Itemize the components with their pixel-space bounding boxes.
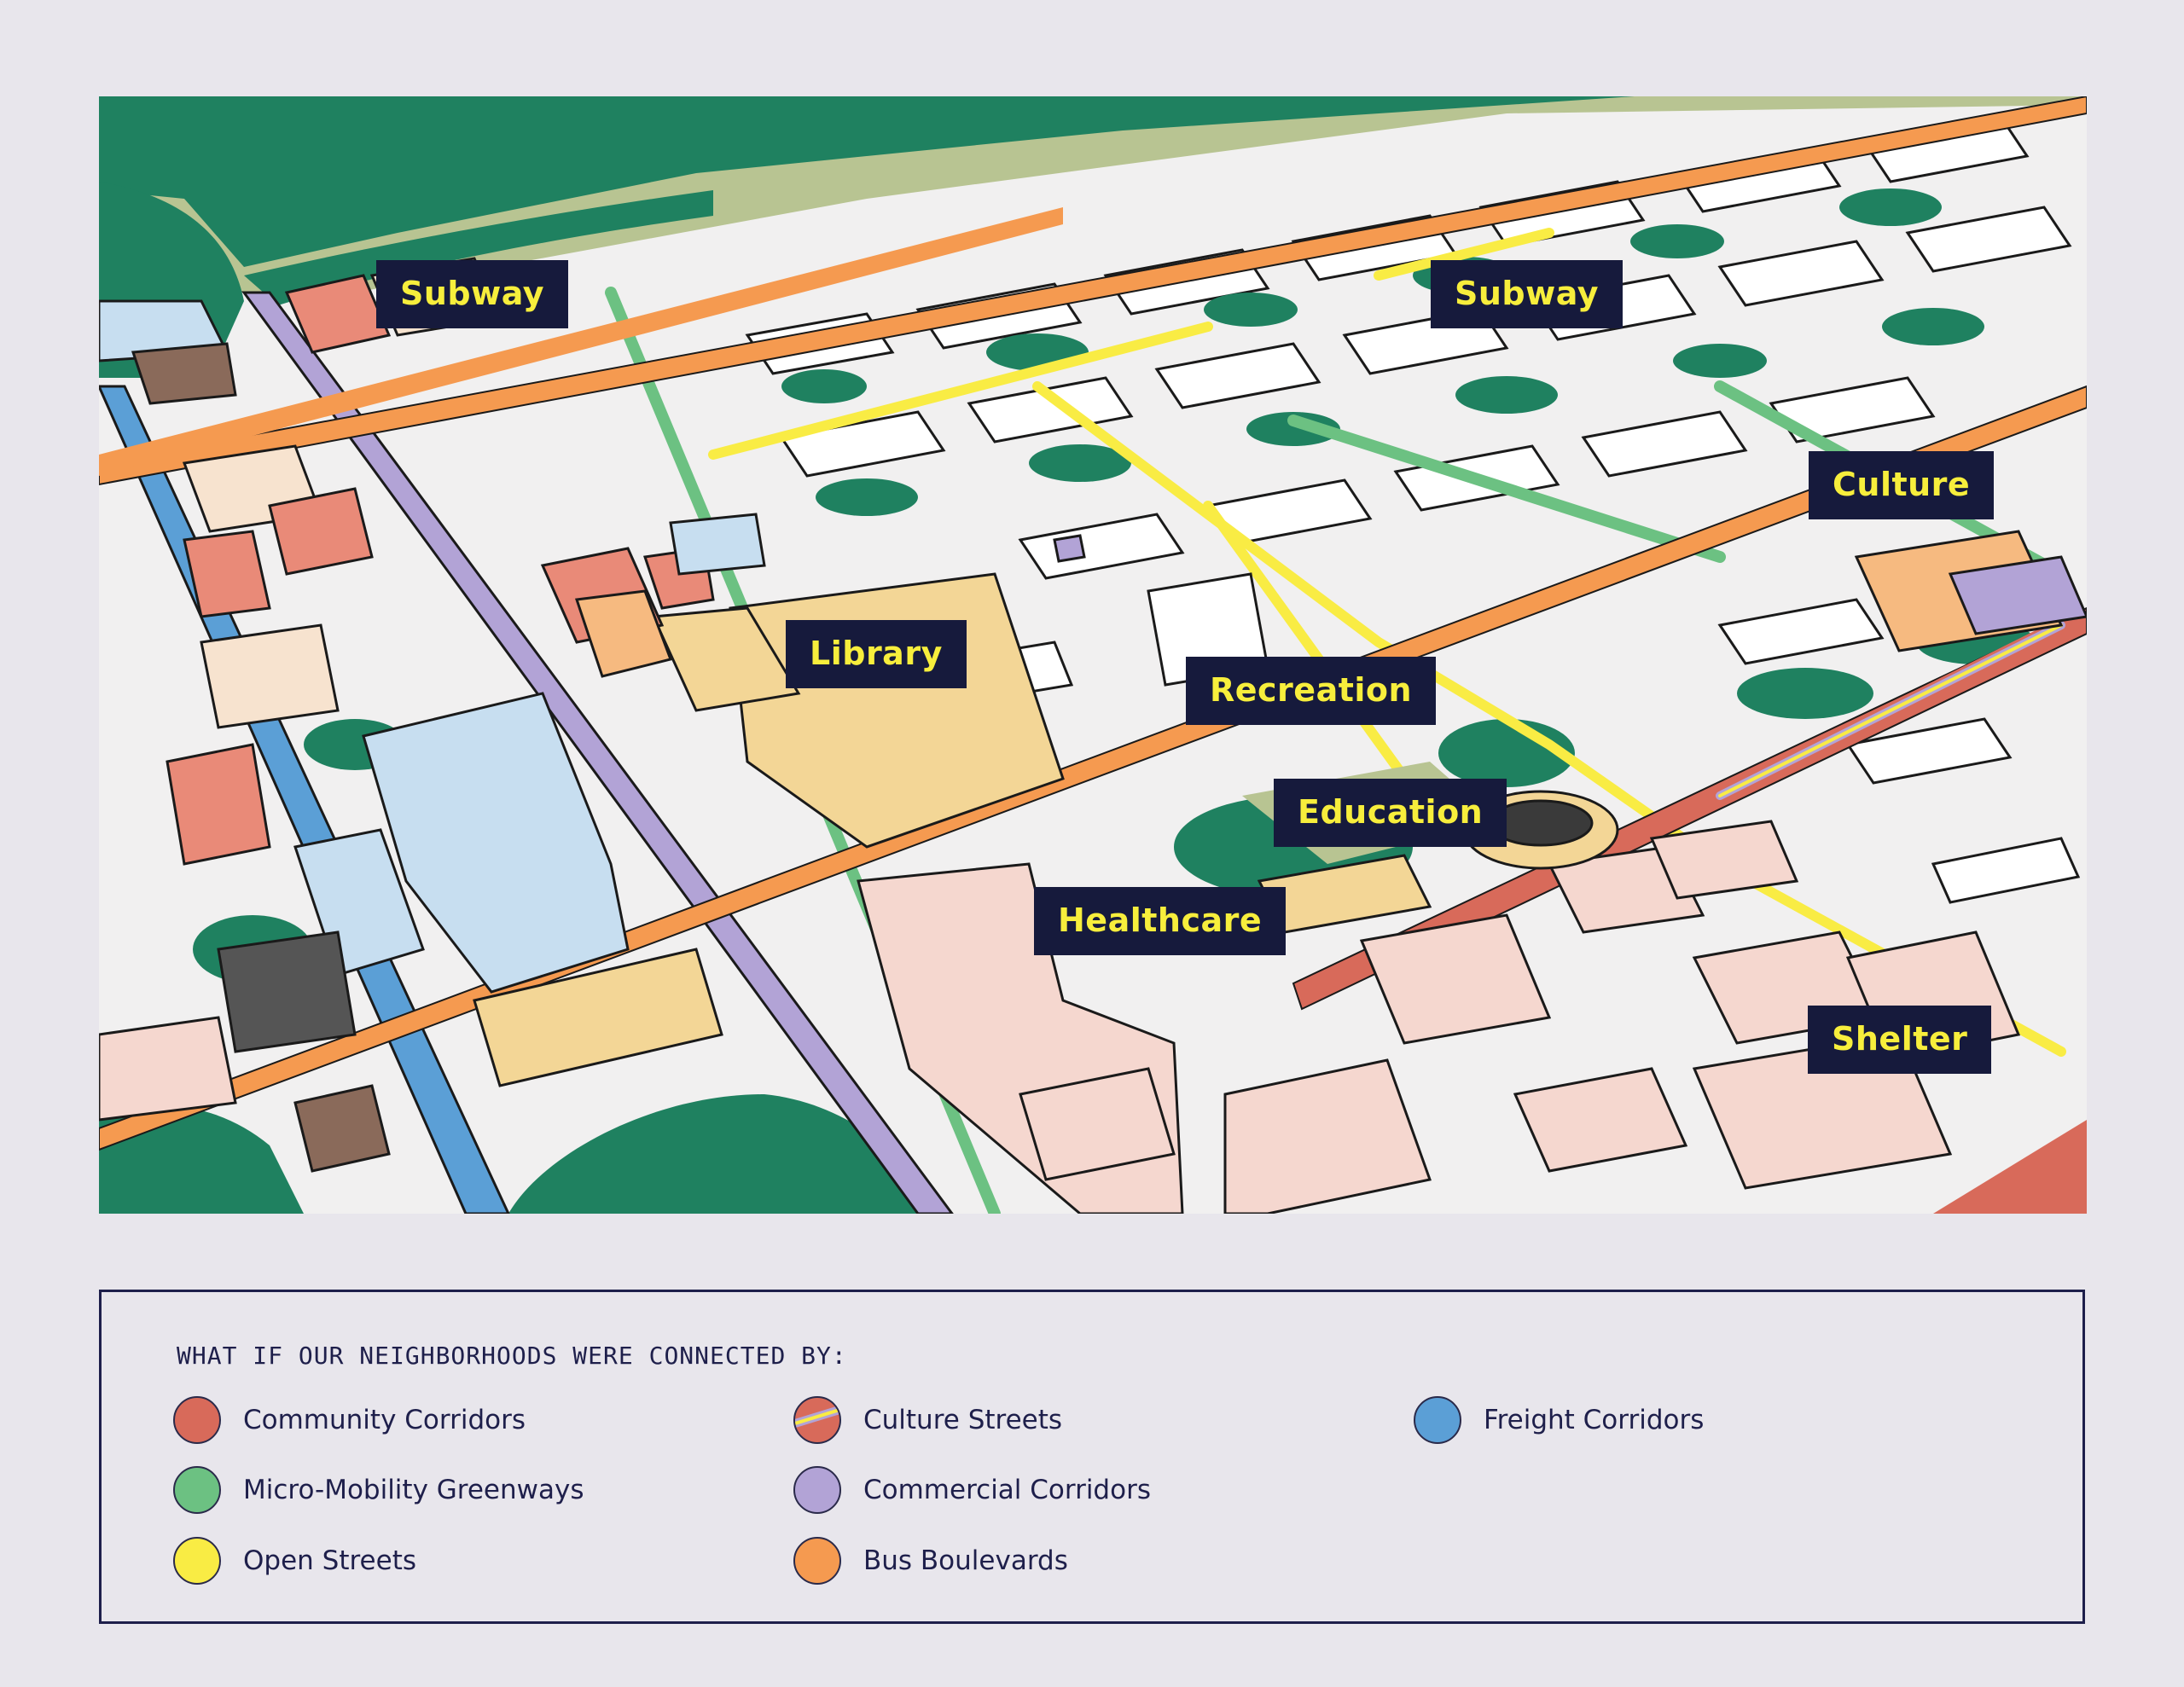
legend-label: Culture Streets [863, 1405, 1063, 1435]
legend-item-community-corridors: Community Corridors [173, 1394, 526, 1446]
recreation-label: Recreation [1186, 657, 1437, 725]
culture-label: Culture [1809, 451, 1995, 519]
legend-label: Bus Boulevards [863, 1545, 1068, 1576]
legend-heading: WHAT IF OUR NEIGHBORHOODS WERE CONNECTED… [177, 1342, 847, 1370]
legend-label: Community Corridors [243, 1405, 526, 1435]
library-label: Library [786, 620, 967, 688]
bus-boulevard-top [99, 96, 2087, 486]
legend-item-commercial-corridors: Commercial Corridors [793, 1464, 1151, 1516]
culture-street [1713, 618, 2068, 803]
legend-label: Freight Corridors [1484, 1405, 1705, 1435]
freight-corridors-swatch-icon [1414, 1396, 1461, 1444]
hospital-campus [362, 692, 630, 994]
map-legend: WHAT IF OUR NEIGHBORHOODS WERE CONNECTED… [99, 1290, 2085, 1624]
healthcare-label: Healthcare [1034, 887, 1287, 955]
legend-label: Micro-Mobility Greenways [243, 1475, 584, 1505]
subway-label-east: Subway [1431, 260, 1623, 328]
legend-label: Commercial Corridors [863, 1475, 1151, 1505]
tree-band-top [99, 96, 1635, 267]
legend-item-bus-boulevards: Bus Boulevards [793, 1535, 1068, 1586]
culture-streets-stripes [795, 1406, 839, 1428]
commercial-corridors-swatch-icon [793, 1466, 841, 1514]
legend-item-freight-corridors: Freight Corridors [1414, 1394, 1704, 1446]
legend-item-culture-streets: Culture Streets [793, 1394, 1062, 1446]
forest-bottom-mid [508, 1094, 935, 1214]
education-label: Education [1274, 779, 1507, 847]
legend-item-open-streets: Open Streets [173, 1535, 416, 1586]
shelter-label: Shelter [1808, 1006, 1992, 1074]
open-streets-swatch-icon [173, 1537, 221, 1585]
bus-boulevard-upper [99, 207, 1063, 476]
legend-item-micro-mobility-greenways: Micro-Mobility Greenways [173, 1464, 584, 1516]
culture-streets-swatch-icon [793, 1396, 841, 1444]
community-corridor-east [1933, 1120, 2087, 1214]
legend-label: Open Streets [243, 1545, 416, 1576]
map-illustration [99, 96, 2087, 1214]
subway-label-west: Subway [376, 260, 568, 328]
micro-mobility-greenways-swatch-icon [173, 1466, 221, 1514]
isometric-neighborhood-map: Subway Subway Culture Library Recreation… [99, 96, 2087, 1214]
buildings [99, 257, 2087, 1214]
community-corridors-swatch-icon [173, 1396, 221, 1444]
forest-bottom-left [99, 1105, 304, 1214]
bus-boulevards-swatch-icon [793, 1537, 841, 1585]
